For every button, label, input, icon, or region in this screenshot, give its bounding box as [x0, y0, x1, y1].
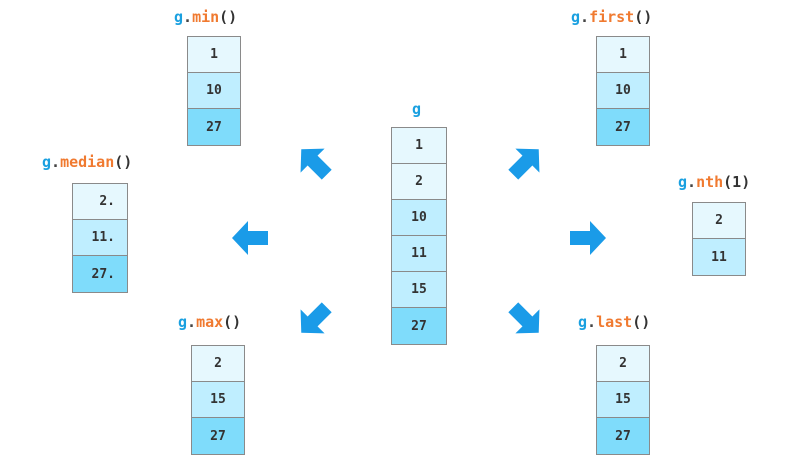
first-stack: 1 10 27 — [596, 36, 650, 146]
last-cell: 2 — [597, 346, 649, 382]
arrow-right-icon — [568, 218, 608, 258]
last-cell: 15 — [597, 382, 649, 418]
max-label: g.max() — [178, 313, 242, 331]
center-cell: 11 — [392, 236, 446, 272]
max-cell: 27 — [192, 418, 244, 454]
center-label: g — [412, 100, 422, 118]
last-stack: 2 15 27 — [596, 345, 650, 455]
arrow-down-right-icon — [498, 292, 555, 349]
min-stack: 1 10 27 — [187, 36, 241, 146]
median-cell: 11. — [73, 220, 127, 256]
nth-label: g.nth(1) — [678, 173, 751, 191]
nth-stack: 2 11 — [692, 202, 746, 276]
last-cell: 27 — [597, 418, 649, 454]
min-cell: 27 — [188, 109, 240, 145]
arrow-up-left-icon — [286, 134, 343, 191]
center-cell: 1 — [392, 128, 446, 164]
median-cell: 2. — [73, 184, 127, 220]
median-cell: 27. — [73, 256, 127, 292]
median-stack: 2. 11. 27. — [72, 183, 128, 293]
min-label: g.min() — [174, 8, 238, 26]
arrow-up-right-icon — [498, 134, 555, 191]
min-cell: 10 — [188, 73, 240, 109]
first-cell: 27 — [597, 109, 649, 145]
center-stack: 1 2 10 11 15 27 — [391, 127, 447, 345]
nth-cell: 2 — [693, 203, 745, 239]
last-label: g.last() — [578, 313, 651, 331]
arrow-down-left-icon — [286, 292, 343, 349]
nth-cell: 11 — [693, 239, 745, 275]
max-cell: 2 — [192, 346, 244, 382]
center-cell: 10 — [392, 200, 446, 236]
min-cell: 1 — [188, 37, 240, 73]
first-cell: 1 — [597, 37, 649, 73]
first-label: g.first() — [571, 8, 653, 26]
center-cell: 27 — [392, 308, 446, 344]
arrow-left-icon — [230, 218, 270, 258]
center-cell: 15 — [392, 272, 446, 308]
median-label: g.median() — [42, 153, 133, 171]
max-cell: 15 — [192, 382, 244, 418]
max-stack: 2 15 27 — [191, 345, 245, 455]
center-cell: 2 — [392, 164, 446, 200]
first-cell: 10 — [597, 73, 649, 109]
